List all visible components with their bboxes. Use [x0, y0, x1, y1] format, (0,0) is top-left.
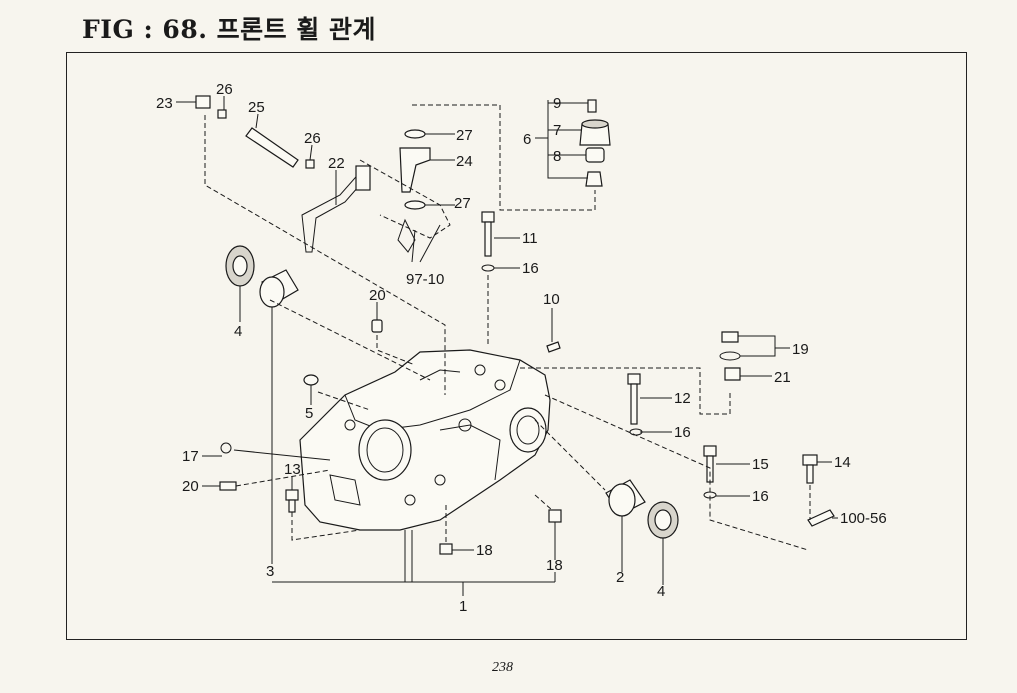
mount-stack: [579, 99, 611, 187]
callout-label: 16: [674, 424, 691, 441]
callout-label: 24: [456, 153, 473, 170]
callout-label: 12: [674, 390, 691, 407]
callout-label: 9: [553, 95, 561, 112]
callout-label: 23: [156, 95, 173, 112]
callout-label: 13: [284, 461, 301, 478]
page-number: 238: [492, 660, 513, 675]
callout-label: 16: [752, 488, 769, 505]
leader-lines: [176, 96, 838, 596]
callout-label: 5: [305, 405, 313, 422]
callout-label: 4: [657, 583, 665, 600]
fasteners: [219, 211, 835, 555]
bearings-seals: [225, 245, 679, 539]
callout-label: 100-56: [840, 510, 887, 527]
callout-label: 25: [248, 99, 265, 116]
callout-label: 1: [459, 598, 467, 615]
callout-label: 18: [476, 542, 493, 559]
callout-label: 22: [328, 155, 345, 172]
callout-label: 27: [454, 195, 471, 212]
diagram-frame: [66, 52, 967, 640]
callout-label: 4: [234, 323, 242, 340]
callout-label: 26: [216, 81, 233, 98]
callout-label: 15: [752, 456, 769, 473]
callout-label: 7: [553, 122, 561, 139]
callout-label: 18: [546, 557, 563, 574]
figure-title: FIG : 68. 프론트 휠 관계: [82, 15, 377, 44]
front-axle-housing: [299, 349, 551, 531]
callout-label: 20: [182, 478, 199, 495]
callout-labels: 23 26 25 26 22 27 24 27 97-10 9 6 7 8 11…: [156, 81, 887, 615]
callout-label: 8: [553, 148, 561, 165]
callout-label: 17: [182, 448, 199, 465]
callout-label: 19: [792, 341, 809, 358]
callout-label: 97-10: [406, 271, 444, 288]
callout-label: 11: [522, 230, 538, 247]
callout-label: 27: [456, 127, 473, 144]
callout-label: 10: [543, 291, 560, 308]
callout-label: 16: [522, 260, 539, 277]
callout-label: 2: [616, 569, 624, 586]
callout-label: 21: [774, 369, 791, 386]
callout-label: 26: [304, 130, 321, 147]
callout-label: 14: [834, 454, 851, 471]
callout-label: 6: [523, 131, 531, 148]
callout-label: 3: [266, 563, 274, 580]
callout-label: 20: [369, 287, 386, 304]
lever-assembly: [195, 95, 451, 253]
